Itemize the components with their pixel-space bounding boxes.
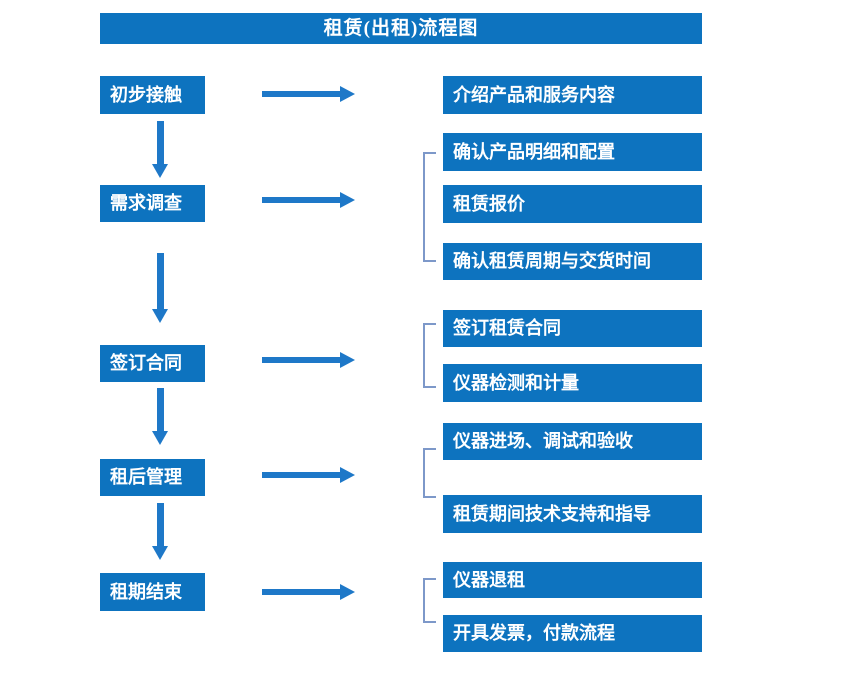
group-bracket-2 [423,152,436,262]
detail-box-technical-support: 租赁期间技术支持和指导 [443,495,702,533]
detail-box-instrument-return: 仪器退租 [443,562,702,598]
stage-box-rental-end: 租期结束 [100,573,205,611]
group-bracket-5 [423,578,436,623]
flow-arrow-right-5 [262,584,355,600]
flow-arrow-down-4 [152,503,168,560]
arrow-head-right-icon [340,352,355,368]
arrow-shaft [156,121,164,164]
arrow-head-right-icon [340,86,355,102]
detail-box-confirm-product-details: 确认产品明细和配置 [443,133,702,171]
arrow-head-down-icon [152,431,168,445]
detail-box-instrument-setup: 仪器进场、调试和验收 [443,423,702,460]
detail-box-confirm-rental-period: 确认租赁周期与交货时间 [443,243,702,280]
detail-box-rental-quotation: 租赁报价 [443,185,702,223]
arrow-shaft [262,472,340,478]
group-bracket-4 [423,448,436,498]
stage-box-post-rental-management: 租后管理 [100,459,205,496]
arrow-head-down-icon [152,164,168,178]
flow-arrow-down-1 [152,121,168,178]
arrow-shaft [262,589,340,595]
detail-box-invoice-payment: 开具发票，付款流程 [443,615,702,652]
stage-box-demand-survey: 需求调查 [100,185,205,222]
group-bracket-3 [423,323,436,388]
arrow-head-right-icon [340,192,355,208]
flow-arrow-right-3 [262,352,355,368]
flow-arrow-right-1 [262,86,355,102]
stage-box-initial-contact: 初步接触 [100,76,205,114]
arrow-head-right-icon [340,584,355,600]
flow-arrow-down-3 [152,388,168,445]
detail-box-sign-rental-contract: 签订租赁合同 [443,310,702,347]
arrow-shaft [156,388,164,431]
flow-arrow-right-4 [262,467,355,483]
arrow-head-down-icon [152,546,168,560]
flowchart-title: 租赁(出租)流程图 [100,13,702,44]
detail-box-instrument-testing: 仪器检测和计量 [443,364,702,402]
arrow-shaft [156,253,164,309]
arrow-shaft [262,357,340,363]
flow-arrow-down-2 [152,253,168,323]
detail-box-introduce-products: 介绍产品和服务内容 [443,76,702,114]
arrow-head-down-icon [152,309,168,323]
flow-arrow-right-2 [262,192,355,208]
arrow-shaft [262,91,340,97]
arrow-shaft [156,503,164,546]
stage-box-sign-contract: 签订合同 [100,345,205,382]
arrow-shaft [262,197,340,203]
arrow-head-right-icon [340,467,355,483]
